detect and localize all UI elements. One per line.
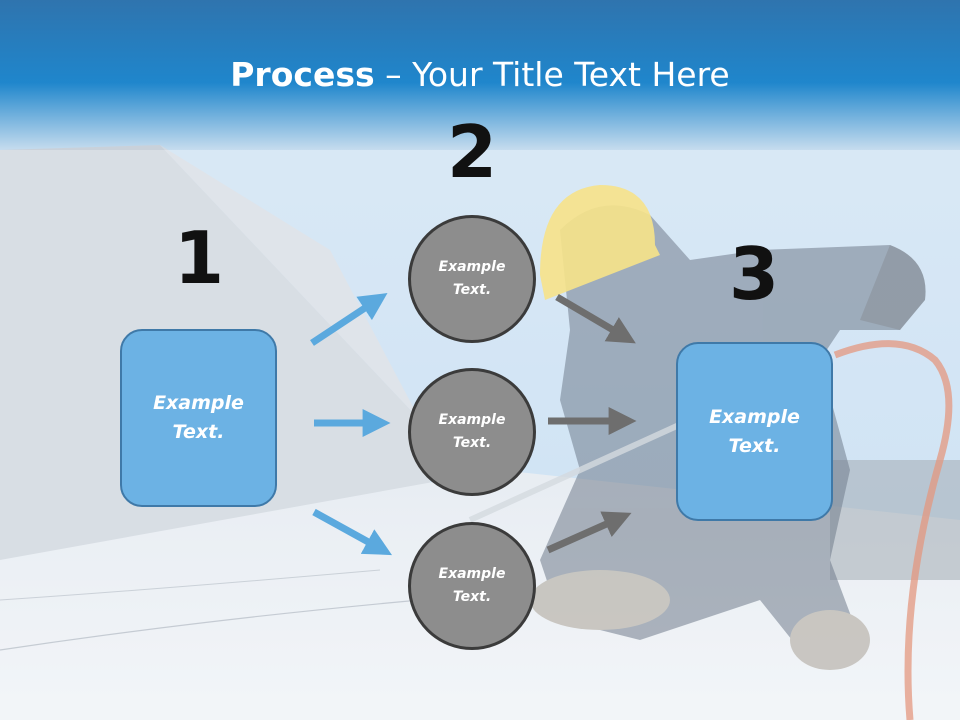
- arrow-blue-down: [312, 508, 393, 556]
- step-2-circle-middle-text: Example Text.: [438, 412, 506, 451]
- step-2-circle-top-text: Example Text.: [438, 259, 506, 298]
- step-2-circle-top: Example Text.: [408, 215, 536, 343]
- step-3-box-text: Example Text.: [709, 405, 800, 457]
- step-2-circle-bottom: Example Text.: [408, 522, 536, 650]
- step-3-box: Example Text.: [676, 342, 833, 521]
- step-2-circle-bottom-text: Example Text.: [438, 566, 506, 605]
- step-1-box: Example Text.: [120, 329, 277, 507]
- step-2-circle-middle: Example Text.: [408, 368, 536, 496]
- arrow-gray-up: [546, 511, 632, 554]
- arrow-blue-up: [310, 293, 388, 346]
- slide-title-rest: – Your Title Text Here: [374, 55, 730, 94]
- slide-title-bold: Process: [230, 55, 375, 94]
- step-number-2: 2: [446, 110, 498, 194]
- step-number-1: 1: [173, 216, 225, 300]
- step-1-box-text: Example Text.: [153, 392, 244, 443]
- slide-title: Process – Your Title Text Here: [0, 52, 960, 98]
- arrow-gray-down: [555, 293, 636, 344]
- step-number-3: 3: [728, 232, 780, 316]
